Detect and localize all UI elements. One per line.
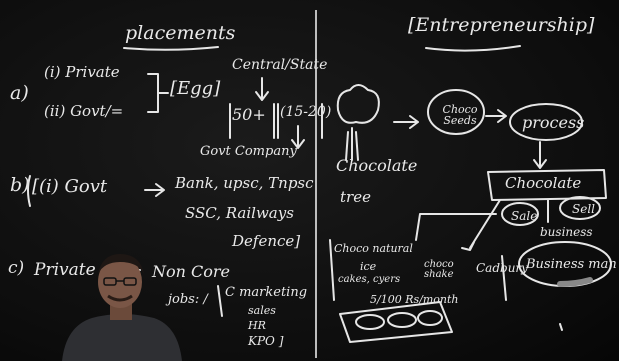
sales-label: sales [248,304,276,317]
section-b-marker: b) [10,174,30,196]
entrepreneurship-title: [Entrepreneurship] [408,14,595,36]
tray-cell-2 [387,312,417,328]
section-a-bracket [147,73,169,113]
non-core-label: Non Core [152,262,231,281]
presenter-beard [107,294,133,302]
govt-list-line1: Bank, upsc, Tnpsc [175,174,314,192]
tray-shape [339,301,453,343]
private-c-item: Private [34,260,96,280]
kpo-label: KPO ] [248,334,284,348]
presenter-shirt [62,314,182,361]
business-label: business [540,225,593,239]
placements-title: placements [125,22,236,44]
hr-label: HR [248,319,266,332]
arrow-to-products [461,199,501,251]
govt-item: (ii) Govt/= [44,102,124,120]
business-man-label: Business man [526,257,617,272]
chocolate-label: Chocolate [505,174,582,192]
tree-crown [336,84,380,124]
prices-label: 5/100 Rs/month [370,293,459,306]
bracket-mark [559,323,563,331]
jobs-label: jobs: / [168,292,208,307]
govt-b-item: [(i) Govt [32,176,108,197]
ice-label: ice [360,260,377,273]
eraser-smudge [557,277,593,287]
choco-natural-label: Choco natural [334,242,413,255]
process-label: process [522,113,585,132]
chocolate-tree-label-1: Chocolate [336,156,418,175]
section-c-marker: c) [8,258,25,278]
private-item: (i) Private [44,63,120,81]
branch-lines [415,213,497,241]
marketing-label: C marketing [225,285,308,300]
choco-seeds-label: Choco Seeds [442,103,478,127]
jobs-bracket [217,285,223,317]
egg-label: [Egg] [170,78,221,99]
govt-list-line3: Defence] [232,232,301,250]
choco-shake-label: choco shake [424,259,454,280]
presenter-video [62,254,182,361]
cakes-label: cakes, cyers [338,274,401,285]
sale-label: Sale [511,209,538,223]
arrow-right-b [144,183,165,197]
arrow-seeds-to-process [485,109,507,123]
govt-company-label: Govt Company [200,144,297,159]
presenter-hair [98,254,144,274]
cadbury-label: Cadbury [476,261,528,275]
sell-label: Sell [572,202,595,216]
range-label: (15-20) [280,104,332,120]
title-underline [123,46,219,51]
tray-cell-3 [417,310,443,326]
chocolate-tree-label-2: tree [340,188,371,206]
section-a-marker: a) [10,82,29,104]
arrow-process-to-chocolate [533,141,547,169]
central-state-label: Central/State [232,57,328,73]
arrow-tree-to-seeds [393,115,419,129]
board-divider [315,10,317,358]
arrow-down-a [255,77,269,101]
fifty-plus-label: 50+ [232,105,266,124]
govt-list-line2: SSC, Railways [185,204,294,222]
tray-cell-1 [355,314,385,330]
entrepreneurship-underline [425,45,521,52]
